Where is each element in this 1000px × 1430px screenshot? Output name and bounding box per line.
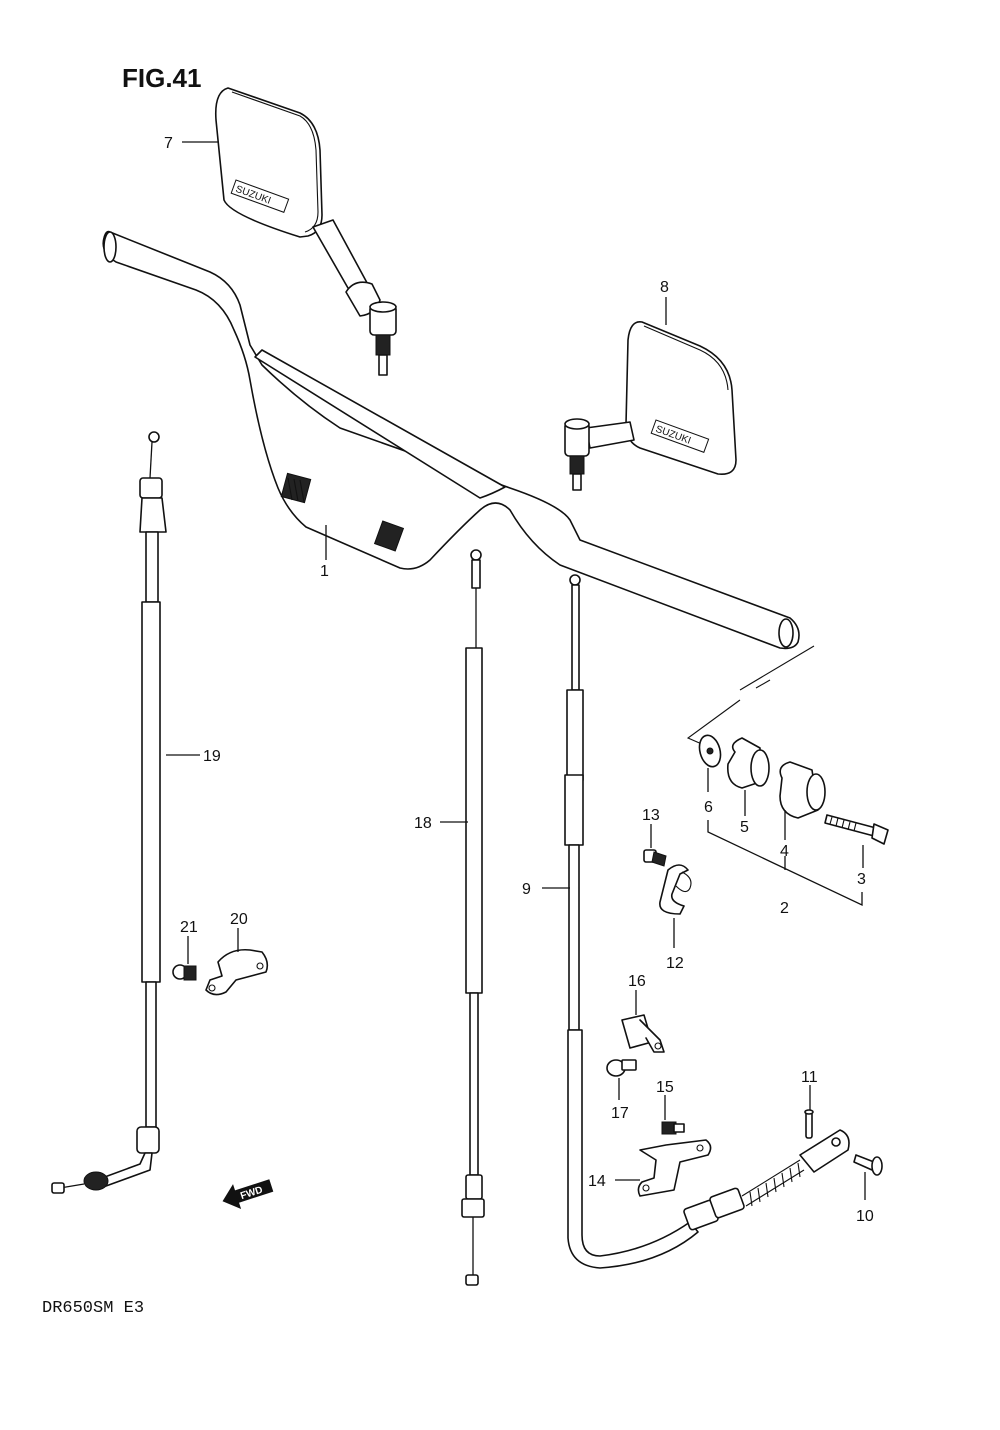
callout-15: 15 — [656, 1079, 674, 1096]
forward-direction-arrow: FWD — [222, 1179, 274, 1210]
bracket-14 — [637, 1139, 712, 1197]
callout-19: 19 — [203, 748, 221, 765]
fwd-label: FWD — [239, 1185, 264, 1203]
right-mirror: SUZUKI — [564, 321, 737, 491]
model-code: DR650SM E3 — [42, 1299, 144, 1318]
callout-10: 10 — [856, 1208, 874, 1225]
callout-7: 7 — [164, 135, 173, 152]
callout-5: 5 — [740, 819, 749, 836]
clip-12 — [659, 864, 692, 915]
callout-20: 20 — [230, 911, 248, 928]
bolt-15 — [661, 1121, 685, 1135]
left-mirror: SUZUKI — [214, 87, 397, 376]
bolt-17 — [606, 1059, 637, 1077]
callout-3: 3 — [857, 871, 866, 888]
leader-lines — [166, 141, 866, 1200]
callout-18: 18 — [414, 815, 432, 832]
callout-21: 21 — [180, 919, 198, 936]
cable-18 — [461, 549, 485, 1286]
bolt-21 — [172, 964, 197, 981]
figure-title: FIG.41 — [122, 63, 201, 93]
callout-13: 13 — [642, 807, 660, 824]
pin-11 — [804, 1109, 814, 1139]
clamp-20 — [205, 948, 269, 996]
handlebar — [102, 230, 800, 650]
cable-9 — [564, 574, 850, 1269]
callout-2: 2 — [780, 900, 789, 917]
bar-end-assembly — [686, 645, 889, 845]
cable-19 — [51, 431, 167, 1194]
callout-6: 6 — [704, 799, 713, 816]
callout-11: 11 — [801, 1069, 818, 1086]
callout-8: 8 — [660, 279, 669, 296]
callout-14: 14 — [588, 1173, 606, 1190]
bolt-13 — [643, 849, 667, 867]
callout-16: 16 — [628, 973, 646, 990]
callout-9: 9 — [522, 881, 531, 898]
callout-12: 12 — [666, 955, 684, 972]
callout-1: 1 — [320, 563, 329, 580]
callout-numbers: 7 8 1 19 18 9 6 5 4 3 2 13 12 16 17 15 1… — [164, 135, 874, 1225]
bolt-10 — [853, 1154, 883, 1176]
callout-4: 4 — [780, 843, 789, 860]
callout-17: 17 — [611, 1105, 629, 1122]
clamp-16 — [621, 1014, 665, 1053]
